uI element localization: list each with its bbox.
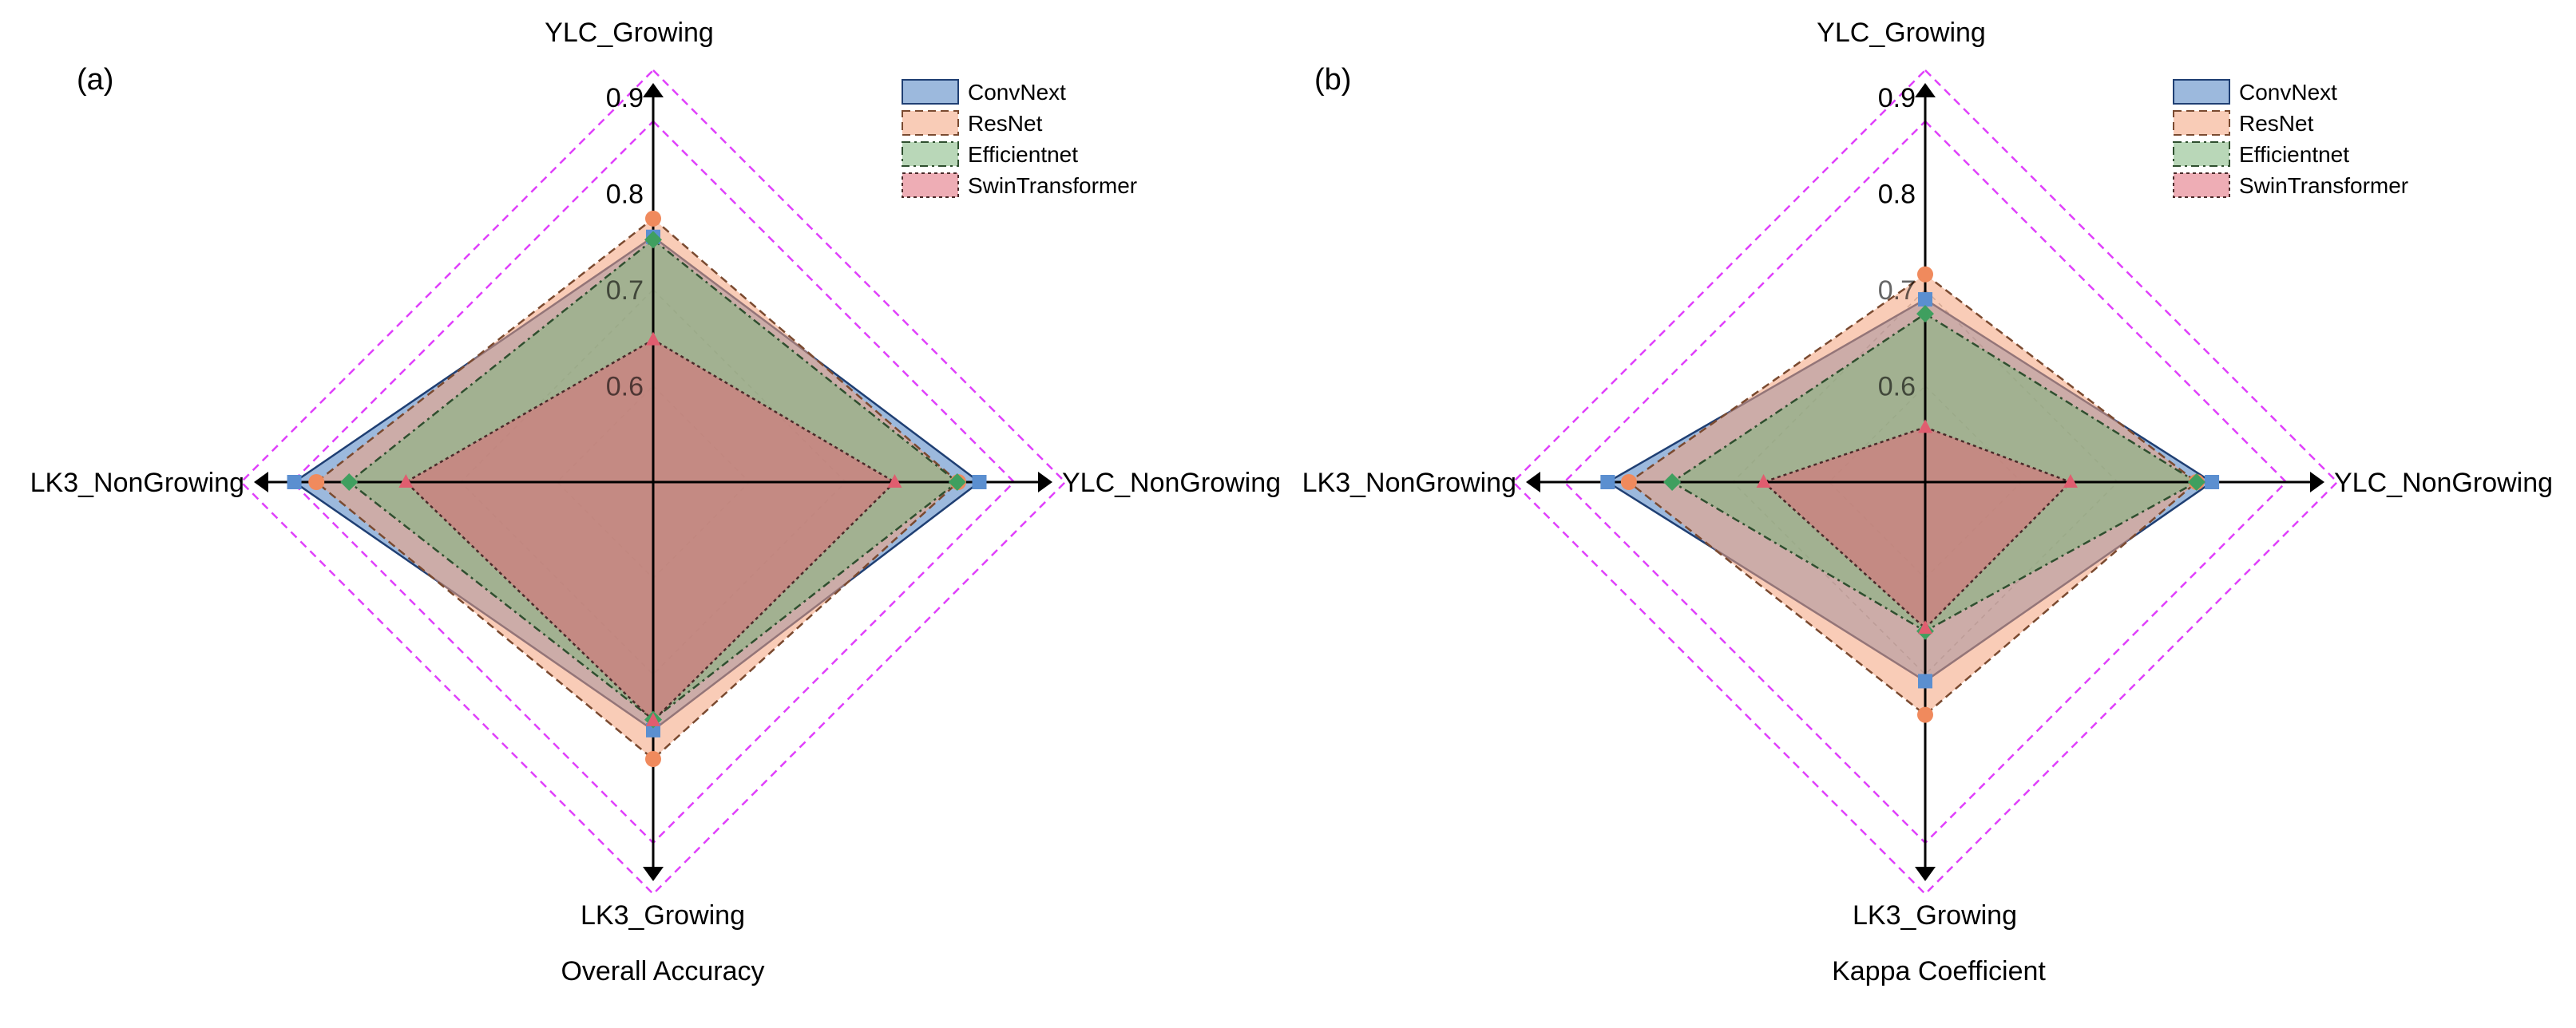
- legend-swatch-swintransformer: [2173, 172, 2230, 198]
- data-point-convnext: [1600, 475, 1615, 489]
- axis-label-lk3_nongrowing: LK3_NonGrowing: [30, 468, 244, 498]
- legend-label-swintransformer: SwinTransformer: [2239, 173, 2408, 198]
- tick-label: 0.6: [606, 372, 644, 402]
- tick-label: 0.6: [1878, 372, 1916, 402]
- axis-label-lk3_growing: LK3_Growing: [1853, 900, 2017, 931]
- tick-label: 0.8: [1878, 180, 1916, 210]
- tick-label: 0.7: [606, 275, 644, 306]
- axis-label-ylc_nongrowing: YLC_NonGrowing: [2334, 468, 2553, 498]
- data-point-efficientnet: [644, 231, 662, 249]
- series-area-swintransformer: [1762, 425, 2073, 630]
- data-point-resnet: [1620, 474, 1637, 490]
- tick-label: 0.9: [1878, 83, 1916, 113]
- data-point-resnet: [645, 751, 661, 768]
- legend: ConvNextResNetEfficientnetSwinTransforme…: [2173, 79, 2408, 198]
- axis-label-ylc_growing: YLC_Growing: [545, 18, 714, 48]
- legend-swatch-convnext: [902, 79, 959, 105]
- legend-label-resnet: ResNet: [2239, 111, 2314, 136]
- legend-label-convnext: ConvNext: [968, 80, 1066, 105]
- data-point-resnet: [1917, 706, 1933, 723]
- axis-label-ylc_growing: YLC_Growing: [1817, 18, 1986, 48]
- tick-label: 0.7: [1878, 275, 1916, 306]
- axis-arrowhead: [1526, 472, 1540, 492]
- axis-label-lk3_growing: LK3_Growing: [581, 900, 745, 931]
- axis-arrowhead: [2310, 472, 2324, 492]
- panel-label: (a): [77, 63, 113, 97]
- legend-label-efficientnet: Efficientnet: [968, 142, 1078, 167]
- legend-swatch-resnet: [2173, 110, 2230, 136]
- legend-swatch-efficientnet: [902, 141, 959, 167]
- outer-grid-ring: [240, 69, 1067, 896]
- axis-arrowhead: [1038, 472, 1052, 492]
- panel-label: (b): [1314, 63, 1351, 97]
- data-point-swintransformer: [2063, 474, 2078, 488]
- axis-label-ylc_nongrowing: YLC_NonGrowing: [1062, 468, 1281, 498]
- legend-swatch-resnet: [902, 110, 959, 136]
- axis-arrowhead: [254, 472, 268, 492]
- data-point-swintransformer: [646, 331, 660, 346]
- data-point-swintransformer: [646, 712, 660, 726]
- data-point-swintransformer: [1918, 620, 1932, 635]
- axis-label-lk3_nongrowing: LK3_NonGrowing: [1302, 468, 1516, 498]
- axis-arrowhead: [1915, 867, 1936, 881]
- legend: ConvNextResNetEfficientnetSwinTransforme…: [902, 79, 1137, 198]
- data-point-swintransformer: [1918, 419, 1932, 433]
- legend-label-resnet: ResNet: [968, 111, 1043, 136]
- radar-panel-1: 0.60.70.80.9YLC_GrowingYLC_NonGrowingLK3…: [30, 18, 1281, 986]
- chart-caption: Kappa Coefficient: [1832, 956, 2046, 986]
- radar-panel-2: 0.60.70.80.9YLC_GrowingYLC_NonGrowingLK3…: [1302, 18, 2553, 986]
- legend-label-convnext: ConvNext: [2239, 80, 2337, 105]
- data-point-efficientnet: [340, 473, 359, 491]
- data-point-efficientnet: [2187, 473, 2205, 491]
- axis-arrowhead: [643, 83, 664, 97]
- data-point-convnext: [2205, 475, 2220, 489]
- axis-arrowhead: [1915, 83, 1936, 97]
- legend-swatch-convnext: [2173, 79, 2230, 105]
- legend-label-efficientnet: Efficientnet: [2239, 142, 2349, 167]
- data-point-resnet: [645, 210, 661, 227]
- data-point-efficientnet: [948, 473, 966, 491]
- data-point-convnext: [1918, 292, 1932, 307]
- data-point-efficientnet: [1916, 305, 1934, 323]
- data-point-swintransformer: [1756, 474, 1771, 488]
- data-point-convnext: [287, 475, 302, 489]
- data-point-resnet: [308, 474, 325, 490]
- data-point-convnext: [1918, 674, 1932, 689]
- legend-label-swintransformer: SwinTransformer: [968, 173, 1137, 198]
- chart-caption: Overall Accuracy: [561, 956, 764, 986]
- legend-swatch-efficientnet: [2173, 141, 2230, 167]
- data-point-swintransformer: [398, 474, 414, 488]
- tick-label: 0.8: [606, 180, 644, 210]
- tick-label: 0.9: [606, 83, 644, 113]
- outer-grid-ring: [1512, 69, 2339, 896]
- axis-arrowhead: [643, 867, 664, 881]
- data-point-convnext: [972, 475, 987, 489]
- data-point-swintransformer: [887, 474, 902, 488]
- data-point-resnet: [1917, 266, 1933, 283]
- legend-swatch-swintransformer: [902, 172, 959, 198]
- data-point-convnext: [646, 722, 660, 737]
- data-point-efficientnet: [1663, 473, 1682, 491]
